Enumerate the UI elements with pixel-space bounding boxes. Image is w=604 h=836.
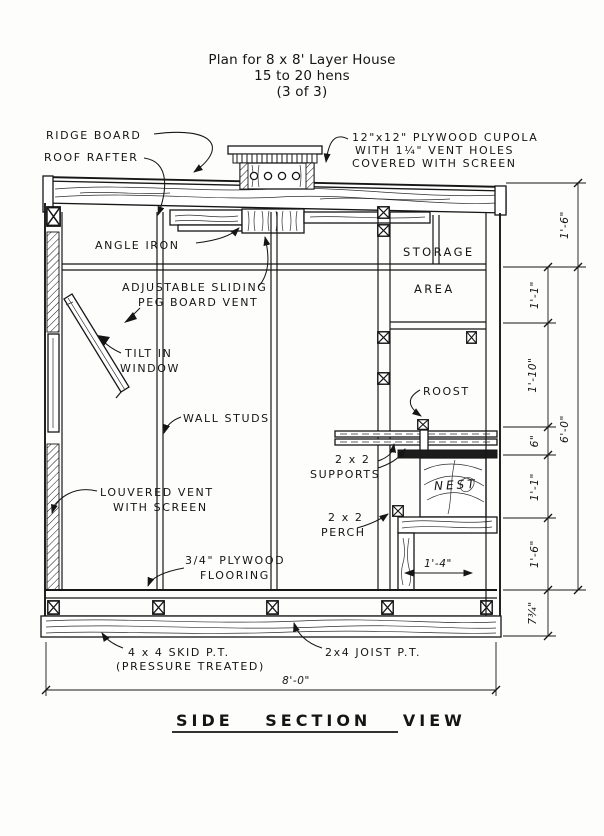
right-dimensions: 1'-1" 1'-10" 6" 1'-1" 1'-6" 7¾" 1'-6" 6'… — [503, 178, 586, 641]
cupola-vent-hole — [263, 171, 273, 181]
roost-post — [419, 429, 429, 453]
label-flooring-line1: 3/4" PLYWOOD — [185, 554, 285, 567]
label-wall-studs: WALL STUDS — [183, 412, 270, 425]
dim-6in: 6" — [529, 435, 541, 448]
label-supports-line2: SUPPORTS — [310, 468, 380, 481]
label-cupola-line1: 12"x12" PLYWOOD CUPOLA — [352, 131, 538, 144]
label-storage: STORAGE — [403, 245, 475, 259]
nest-depth-dimension: 1'-4" — [404, 558, 473, 577]
dim-1-1a: 1'-1" — [529, 281, 541, 309]
label-louvered-line2: WITH SCREEN — [113, 501, 208, 514]
sheet-title-line3: (3 of 3) — [277, 84, 328, 100]
label-supports-line1: 2 x 2 — [335, 453, 371, 466]
storage-partition — [377, 206, 440, 590]
dim-7-34: 7¾" — [527, 601, 539, 625]
floor-joist — [381, 600, 394, 615]
label-nest: NEST — [434, 477, 478, 493]
label-skid-line1: 4 x 4 SKID P.T. — [128, 646, 230, 659]
sheet-title-line2: 15 to 20 hens — [254, 68, 350, 84]
louvered-vent-upper — [46, 231, 60, 333]
louvered-vent-lower — [46, 443, 60, 591]
angle-iron-track — [62, 263, 486, 271]
perch-assembly — [392, 505, 498, 591]
label-cupola-line2: WITH 1¼" VENT HOLES — [355, 144, 514, 157]
label-perch-line2: PERCH — [321, 526, 366, 539]
dim-6-0: 6'-0" — [559, 415, 571, 443]
cupola — [227, 145, 323, 190]
dim-1-6-outer: 1'-6" — [559, 211, 571, 239]
peg-board-vent-assembly — [169, 208, 431, 234]
label-area: AREA — [414, 282, 455, 296]
wall-studs — [156, 212, 278, 590]
dim-1-10: 1'-10" — [527, 357, 539, 392]
window-frame — [47, 333, 60, 433]
cupola-vent-hole — [291, 171, 301, 181]
roof — [42, 175, 507, 216]
label-perch-line1: 2 x 2 — [328, 511, 364, 524]
dim-1-1b: 1'-1" — [529, 473, 541, 501]
label-louvered-line1: LOUVERED VENT — [100, 486, 214, 499]
cupola-vent-hole — [249, 171, 259, 181]
tilt-in-window — [63, 293, 141, 399]
floor-assembly — [40, 589, 502, 638]
right-wall — [485, 213, 501, 616]
label-tilt-window-line1: TILT IN — [124, 347, 172, 360]
floor-joist — [47, 600, 60, 615]
left-wall — [44, 203, 63, 617]
nest-box — [397, 449, 498, 518]
dim-1-6b: 1'-6" — [529, 540, 541, 568]
label-roof-rafter: ROOF RAFTER — [44, 151, 139, 164]
nest-support-post — [397, 532, 415, 591]
wall-top-plate — [46, 206, 61, 227]
roost-assembly — [334, 419, 498, 453]
leader-lines — [51, 131, 422, 649]
view-title: SIDE SECTION VIEW — [176, 711, 466, 730]
perch-bar — [392, 505, 404, 517]
label-tilt-window-line2: WINDOW — [120, 362, 180, 375]
dim-overall-width: 8'-0" — [282, 675, 310, 687]
label-skid-line2: (PRESSURE TREATED) — [116, 660, 265, 673]
floor-joist — [266, 600, 279, 615]
label-roost: ROOST — [423, 385, 470, 398]
roost-bar — [417, 419, 429, 430]
label-flooring-line2: FLOORING — [200, 569, 270, 582]
label-ridge-board: RIDGE BOARD — [46, 129, 141, 142]
label-cupola-line3: COVERED WITH SCREEN — [352, 157, 517, 170]
label-angle-iron: ANGLE IRON — [95, 239, 180, 252]
sheet-title-line1: Plan for 8 x 8' Layer House — [208, 52, 395, 68]
sliding-vent-panel — [241, 208, 305, 234]
label-sliding-vent-line2: PEG BOARD VENT — [138, 296, 258, 309]
storage-floor — [377, 321, 486, 344]
label-sliding-vent-line1: ADJUSTABLE SLIDING — [122, 281, 267, 294]
floor-joist — [152, 600, 165, 615]
cupola-vent-hole — [277, 171, 287, 181]
dim-nest-depth: 1'-4" — [424, 558, 452, 570]
bottom-dimension: 8'-0" — [41, 642, 501, 696]
label-joist: 2x4 JOIST P.T. — [325, 646, 421, 659]
skid — [40, 615, 502, 638]
